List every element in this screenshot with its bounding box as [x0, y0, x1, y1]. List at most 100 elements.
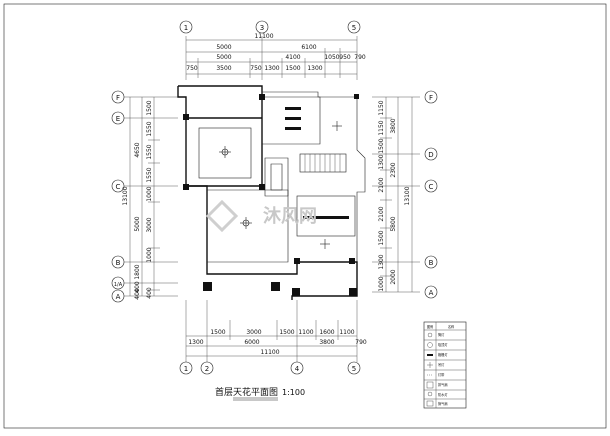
left-dimension-chain: 13100 4650 5000 1800 400 400 1500 1550 1…	[122, 96, 178, 300]
exhaust-fan-icon	[426, 381, 434, 389]
bot-dim-r1-4: 1600	[319, 329, 334, 336]
left-total-dim: 13100	[122, 186, 129, 205]
right-inner-4: 2100	[378, 177, 385, 192]
bot-dim-r2-3: 790	[355, 339, 367, 346]
axis-right-C: C	[429, 183, 434, 191]
top-dim-r1-0: 5000	[216, 44, 231, 51]
top-total-dim: 11100	[254, 33, 273, 40]
bot-total-dim: 11100	[260, 349, 279, 356]
bath-lamp-icon	[320, 239, 330, 249]
ventilation-fan-icon	[426, 400, 434, 407]
axis-bot-5: 5	[352, 365, 356, 373]
downlight-icon	[427, 332, 433, 338]
right-mid-3: 2000	[390, 269, 397, 284]
sheet-border	[3, 3, 607, 429]
axis-top-1: 1	[184, 24, 188, 32]
axis-left-B: B	[116, 259, 121, 267]
right-inner-6: 1500	[378, 230, 385, 245]
top-dim-r2-1: 4100	[285, 54, 300, 61]
axis-bot-2: 2	[205, 365, 209, 373]
top-dim-r3-0: 750	[186, 65, 198, 72]
grille-lamp-icon	[427, 354, 433, 356]
grille-lamp-4	[303, 216, 349, 219]
right-mid-2: 5800	[390, 216, 397, 231]
drawing-title: 首层天花平面图	[215, 386, 278, 398]
right-axis-bubbles: F D C B A	[424, 90, 438, 299]
left-mid-4: 400	[134, 288, 141, 300]
top-dimension-chain: 11100 5000 6100 5000 4100 1050 950 790 7…	[185, 33, 366, 80]
bot-dim-r1-1: 3000	[246, 329, 261, 336]
right-mid-1: 2300	[390, 162, 397, 177]
right-mid-0: 3800	[390, 118, 397, 133]
legend-table: 图例 名称 筒灯 吸顶灯 格栅灯 吊灯 灯带 排气扇 防水灯 换气扇	[423, 321, 467, 409]
left-inner-5: 3000	[146, 217, 153, 232]
bot-dim-r1-0: 1500	[210, 329, 225, 336]
column	[271, 282, 280, 291]
axis-top-5: 5	[352, 24, 356, 32]
column	[354, 94, 359, 99]
legend-row-3: 吊灯	[438, 362, 445, 367]
top-dim-r1-1: 6100	[301, 44, 316, 51]
left-inner-1: 1550	[146, 121, 153, 136]
drawing-scale: 1:100	[282, 388, 305, 397]
column	[183, 184, 189, 190]
watermark: 沐风网	[263, 205, 317, 227]
left-mid-1: 5000	[134, 216, 141, 231]
left-inner-2: 1550	[146, 144, 153, 159]
grille-lamp-1	[285, 107, 301, 110]
left-inner-0: 1500	[146, 100, 153, 115]
left-inner-3: 1550	[146, 167, 153, 182]
legend-row-4: 灯带	[438, 372, 445, 377]
staircase	[299, 153, 347, 173]
axis-right-B: B	[429, 259, 434, 267]
grille-lamp-3	[285, 127, 301, 130]
dining-lamp-icon	[219, 146, 231, 158]
left-inner-7: 400	[146, 287, 153, 299]
bot-dim-r1-3: 1100	[298, 329, 313, 336]
legend-row-0: 筒灯	[438, 332, 445, 337]
axis-right-A: A	[429, 289, 434, 297]
bot-dim-r1-2: 1500	[279, 329, 294, 336]
column	[294, 258, 300, 264]
axis-left-A: A	[116, 293, 121, 301]
bot-dim-r2-2: 3800	[319, 339, 334, 346]
top-dim-r2-2: 1050	[324, 54, 339, 61]
top-dim-r2-0: 5000	[216, 54, 231, 61]
column	[349, 288, 357, 296]
axis-left-F: F	[116, 94, 120, 102]
bot-dim-r1-5: 1100	[339, 329, 354, 336]
left-mid-3: 400	[134, 281, 141, 293]
bottom-dimension-chain: 1500 3000 1500 1100 1600 1100 1300 6000 …	[185, 300, 367, 362]
column	[259, 94, 265, 100]
axis-bot-4: 4	[295, 365, 300, 373]
grille-lamp-2	[285, 117, 301, 120]
left-mid-2: 1800	[134, 264, 141, 279]
top-dim-r3-3: 1300	[264, 65, 279, 72]
right-inner-0: 1150	[378, 100, 385, 115]
top-dim-r2-4: 790	[354, 54, 366, 61]
floor-plan: 沐风网	[177, 85, 366, 300]
top-dim-r3-5: 1300	[307, 65, 322, 72]
right-inner-8: 1000	[378, 276, 385, 291]
bot-dim-r2-1: 6000	[244, 339, 259, 346]
legend-row-6: 防水灯	[438, 392, 448, 397]
right-total-dim: 13100	[404, 186, 411, 205]
top-dim-r3-4: 1500	[285, 65, 300, 72]
bottom-axis-bubbles: 1 2 4 5	[179, 361, 361, 375]
legend-header-0: 图例	[427, 324, 433, 329]
ceiling-lamp-icon	[427, 342, 433, 348]
right-inner-1: 1150	[378, 120, 385, 135]
axis-bot-1: 1	[184, 365, 188, 373]
living-lamp-icon	[240, 217, 252, 229]
bot-dim-r2-0: 1300	[188, 339, 203, 346]
legend-row-1: 吸顶灯	[438, 342, 448, 347]
dining-ceiling-panel	[198, 127, 252, 179]
top-dim-r3-1: 3500	[216, 65, 231, 72]
column	[259, 184, 265, 190]
pendant-lamp-icon	[427, 362, 433, 368]
column	[203, 282, 212, 291]
left-mid-0: 4650	[134, 142, 141, 157]
watermark-logo-icon	[205, 199, 239, 233]
legend-row-7: 换气扇	[438, 401, 448, 406]
